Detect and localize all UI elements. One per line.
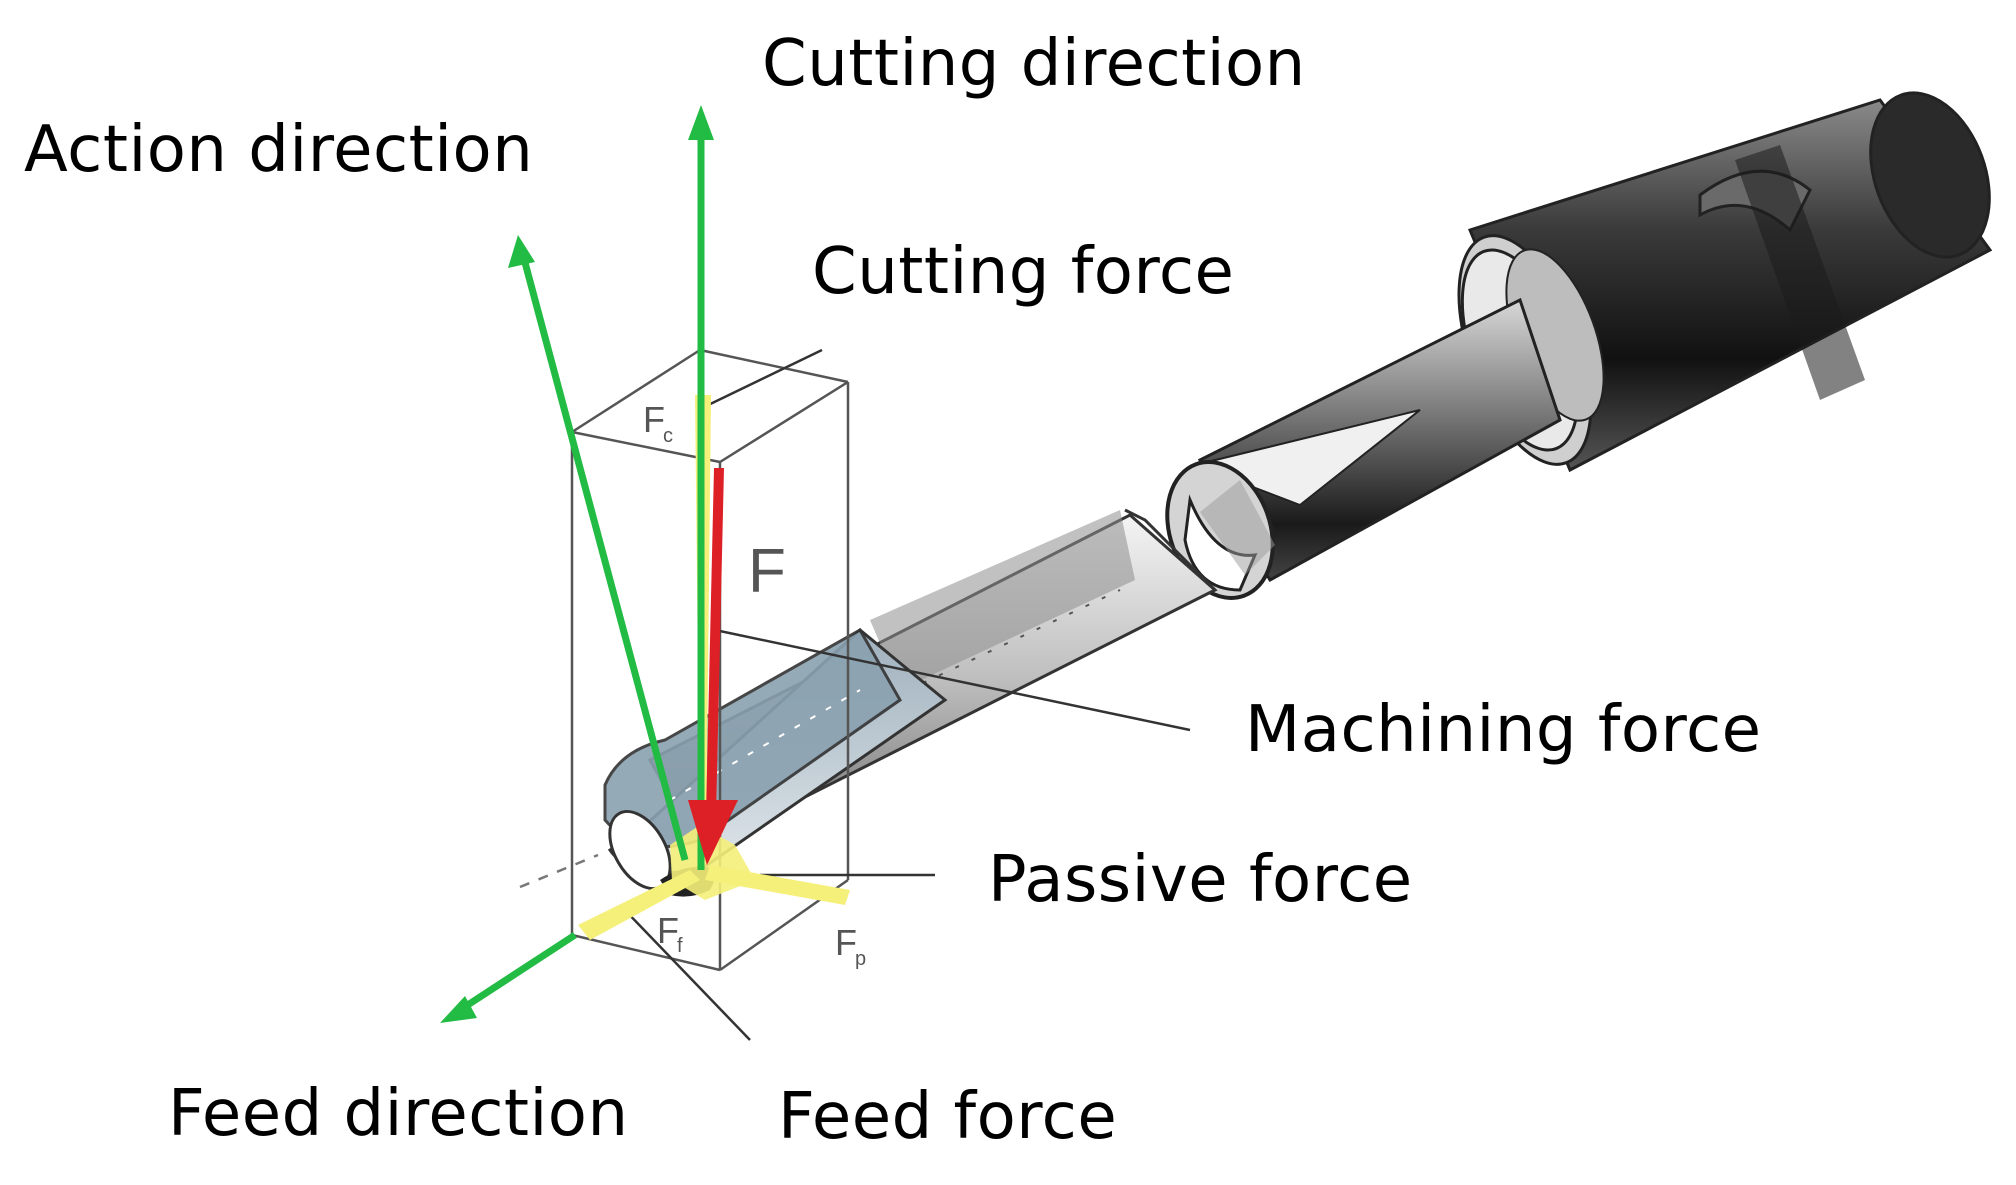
feed-force-label: Feed force [778,1080,1118,1154]
leader-lines [519,348,1191,1041]
machining-force-label: Machining force [1245,693,1762,767]
feed-direction-label: Feed direction [168,1077,629,1151]
machining-force-leader [714,628,1191,732]
passive-force-label: Passive force [988,843,1413,917]
direction-arrows [440,105,714,1023]
resultant-force-symbol: F [748,537,786,606]
feed-force-subscript: f [677,935,683,957]
axis-extension-line [519,853,599,889]
deep-hole-drill-icon [603,91,1993,897]
feed-force-component [578,870,700,940]
drill-head [603,627,948,897]
feed-direction-arrow [458,932,577,1013]
passive-force-symbol: F [835,922,857,963]
action-direction-label: Action direction [24,113,534,187]
action-direction-arrow [519,254,689,861]
feed-direction-arrowhead [440,996,477,1023]
cutting-force-subscript: c [663,425,673,447]
cutting-force-leader [701,348,823,410]
cutting-force-label: Cutting force [812,235,1235,309]
passive-force-subscript: p [855,948,866,970]
cutting-direction-arrowhead [688,105,714,140]
feed-force-symbol: F [657,910,679,951]
action-direction-arrowhead [508,235,535,268]
force-origin-burst [670,825,755,900]
feed-force-leader [619,904,751,1041]
force-symbols: F F c F f F p [643,399,866,970]
resultant-force-arrow [688,468,738,865]
cutting-force-symbol: F [643,399,665,440]
cutting-direction-label: Cutting direction [762,27,1306,101]
